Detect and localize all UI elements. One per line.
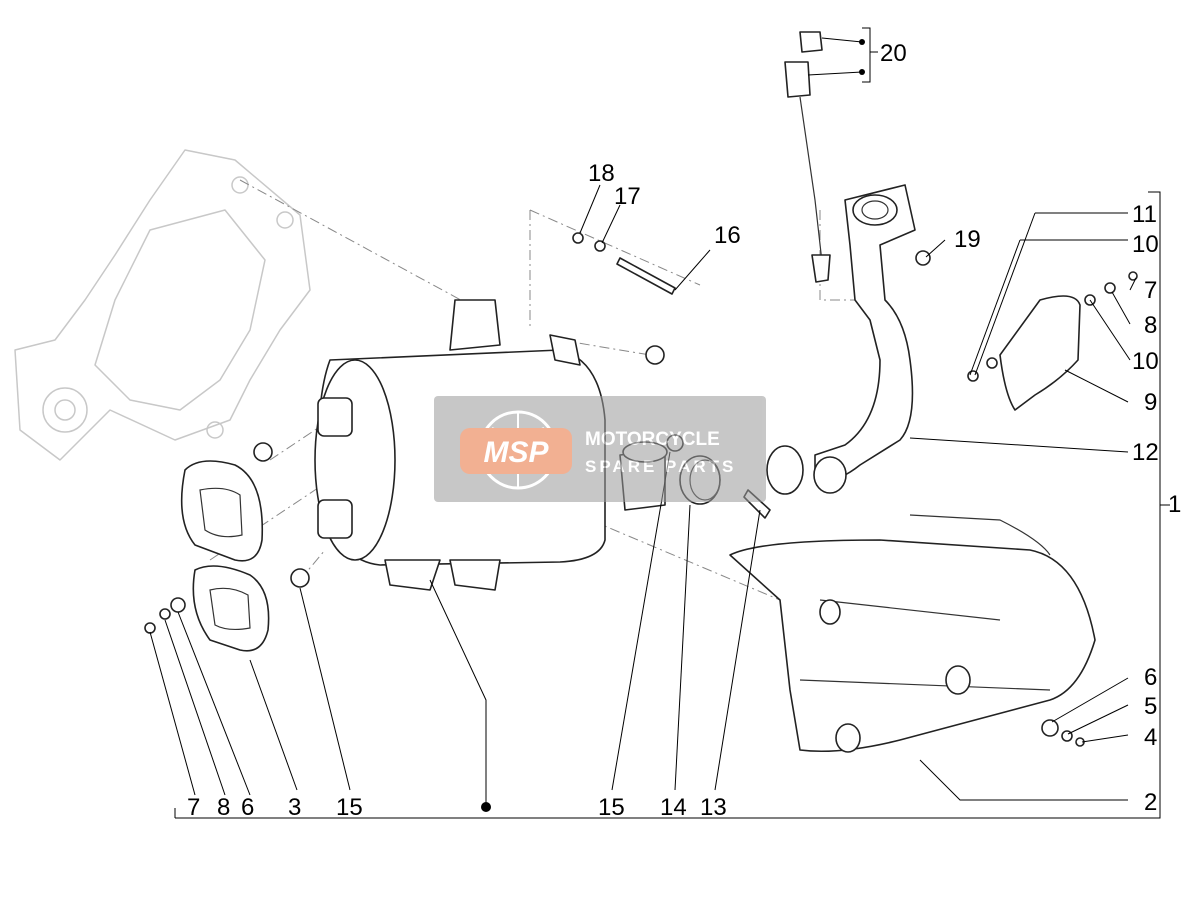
muffler-heat-cover — [729, 514, 1096, 753]
callout-15-mid: 15 — [598, 794, 625, 821]
watermark-logo-badge — [460, 428, 572, 474]
callout-19: 19 — [954, 226, 981, 253]
callout-18: 18 — [588, 160, 615, 187]
fasteners — [144, 232, 1138, 747]
callout-8-left: 8 — [217, 794, 230, 821]
callout-1: 1 — [1168, 491, 1181, 518]
end-cap-tailpipe — [180, 460, 270, 652]
callout-15-left: 15 — [336, 794, 363, 821]
watermark-logo: MSP — [483, 436, 549, 469]
watermark: MSP MOTORCYCLE SPARE PARTS — [434, 396, 766, 502]
assembly-dot-top-a — [859, 39, 865, 45]
callout-17: 17 — [614, 183, 641, 210]
callout-13: 13 — [700, 794, 727, 821]
callout-3: 3 — [288, 794, 301, 821]
callout-11: 11 — [1132, 201, 1157, 228]
callout-12: 12 — [1132, 439, 1159, 466]
watermark-line-2: SPARE PARTS — [585, 457, 736, 476]
assembly-brackets — [174, 27, 1170, 819]
watermark-line-1: MOTORCYCLE — [585, 429, 720, 450]
assembly-dot-bottom — [481, 802, 491, 812]
heat-shield-small — [999, 295, 1081, 411]
callout-14: 14 — [660, 794, 687, 821]
exhaust-manifold — [813, 184, 916, 494]
callout-6-left: 6 — [241, 794, 254, 821]
callout-20: 20 — [880, 40, 907, 67]
callout-10-mid: 10 — [1132, 348, 1159, 375]
callout-2: 2 — [1144, 789, 1157, 816]
callout-8-right: 8 — [1144, 312, 1157, 339]
callout-labels: 1 2 3 4 5 6 6 7 7 8 8 9 10 10 11 12 13 1… — [187, 40, 1181, 821]
leader-lines — [149, 37, 1137, 805]
engine-frame-ghost — [14, 149, 311, 461]
callout-4: 4 — [1144, 724, 1157, 751]
callout-5: 5 — [1144, 693, 1157, 720]
callout-9: 9 — [1144, 389, 1157, 416]
callout-6-right: 6 — [1144, 664, 1157, 691]
lambda-sensor — [784, 31, 831, 283]
callout-10-top: 10 — [1132, 231, 1159, 258]
callout-16: 16 — [714, 222, 741, 249]
assembly-dot-top-b — [859, 69, 865, 75]
callout-7-right: 7 — [1144, 277, 1157, 304]
callout-7-left: 7 — [187, 794, 200, 821]
